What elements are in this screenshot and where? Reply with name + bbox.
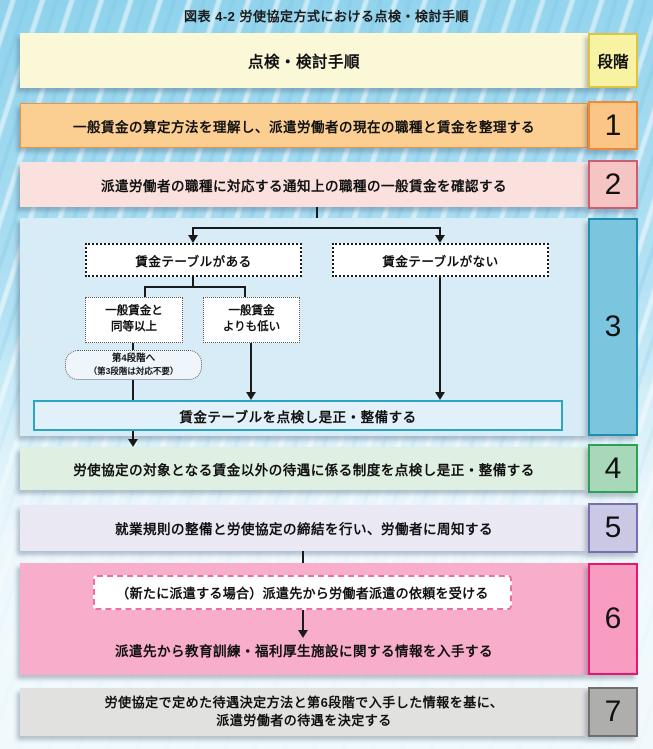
equal-or-above-line2: 同等以上 <box>111 321 157 333</box>
equal-or-above-box: 一般賃金と 同等以上 <box>85 297 183 343</box>
arrow-down-icon <box>188 235 198 243</box>
flow-line <box>244 286 246 297</box>
flow-line <box>316 207 318 228</box>
step7-line1: 労使協定で定めた待遇決定方法と第6段階で入手した情報を基に、 <box>104 694 504 710</box>
step7-bar: 労使協定で定めた待遇決定方法と第6段階で入手した情報を基に、 派遣労働者の待遇を… <box>20 688 588 736</box>
arrow-down-icon <box>435 235 445 243</box>
step6-text: 派遣先から教育訓練・福利厚生施設に関する情報を入手する <box>115 644 493 659</box>
flow-line <box>250 343 252 392</box>
step6-number: 6 <box>588 563 638 675</box>
no-wage-table-box: 賃金テーブルがない <box>332 243 549 277</box>
arrow-down-icon <box>128 439 138 447</box>
flow-line <box>144 286 146 297</box>
equal-or-above-line1: 一般賃金と <box>105 305 163 318</box>
header-stage-cell: 段階 <box>588 33 638 88</box>
flow-line <box>192 277 194 288</box>
fix-wage-table-bar: 賃金テーブルを点検し是正・整備する <box>33 400 563 431</box>
skip-line1: 第4段階へ <box>111 353 156 365</box>
has-wage-table-box: 賃金テーブルがある <box>85 243 302 277</box>
step7-line2: 派遣労働者の待遇を決定する <box>216 713 392 728</box>
go-to-stage4-note: 第4段階へ （第3段階は対応不要） <box>65 350 202 380</box>
flow-line <box>132 380 134 400</box>
figure-title: 図表 4-2 労使協定方式における点検・検討手順 <box>183 9 469 24</box>
step3-number: 3 <box>588 218 638 436</box>
arrow-down-icon <box>298 630 308 638</box>
flow-line <box>192 227 194 236</box>
below-general-wage-box: 一般賃金 よりも低い <box>203 297 300 343</box>
skip-line2: （第3段階は対応不要） <box>88 365 179 376</box>
step1-bar: 一般賃金の算定方法を理解し、派遣労働者の現在の職種と賃金を整理する <box>20 103 588 148</box>
flow-line <box>132 431 134 440</box>
flow-line <box>144 286 246 288</box>
flow-line <box>192 227 441 229</box>
step2-number: 2 <box>588 160 638 209</box>
arrow-down-icon <box>246 392 256 400</box>
flow-line <box>132 343 134 350</box>
step2-bar: 派遣労働者の職種に対応する通知上の職種の一般賃金を確認する <box>20 162 588 207</box>
flow-line <box>439 277 441 392</box>
step4-bar: 労使協定の対象となる賃金以外の待遇に係る制度を点検し是正・整備する <box>20 447 588 490</box>
dispatch-request-box: （新たに派遣する場合）派遣先から労働者派遣の依頼を受ける <box>93 575 512 610</box>
below-line2: よりも低い <box>222 321 281 333</box>
step7-number: 7 <box>588 687 638 737</box>
flow-line <box>439 227 441 236</box>
arrow-down-icon <box>435 392 445 400</box>
step4-number: 4 <box>588 444 638 493</box>
below-line1: 一般賃金 <box>228 305 275 318</box>
step5-number: 5 <box>588 503 638 553</box>
header-procedure-cell: 点検・検討手順 <box>20 33 588 88</box>
flow-line <box>302 610 304 630</box>
step5-bar: 就業規則の整備と労使協定の締結を行い、労働者に周知する <box>20 505 588 551</box>
step1-number: 1 <box>588 101 638 150</box>
